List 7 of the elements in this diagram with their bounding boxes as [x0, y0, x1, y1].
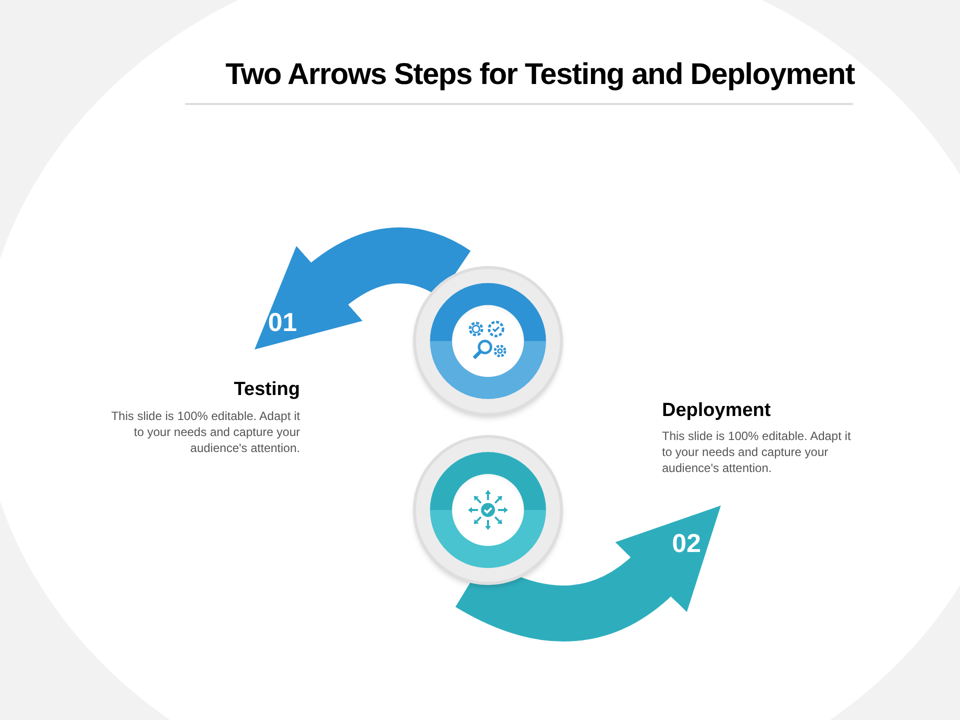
step-heading: Testing — [232, 378, 300, 402]
step-description: This slide is 100% editable. Adapt it to your needs and capture your audience's attention. — [662, 428, 852, 476]
title: Two Arrows Steps for Testing and Deployment — [224, 57, 856, 93]
step-description: This slide is 100% editable. Adapt it to your needs and capture your audience's attention. — [110, 408, 300, 456]
step-number: 02 — [672, 527, 701, 560]
step-number: 01 — [268, 306, 297, 339]
step-heading: Deployment — [662, 399, 772, 423]
